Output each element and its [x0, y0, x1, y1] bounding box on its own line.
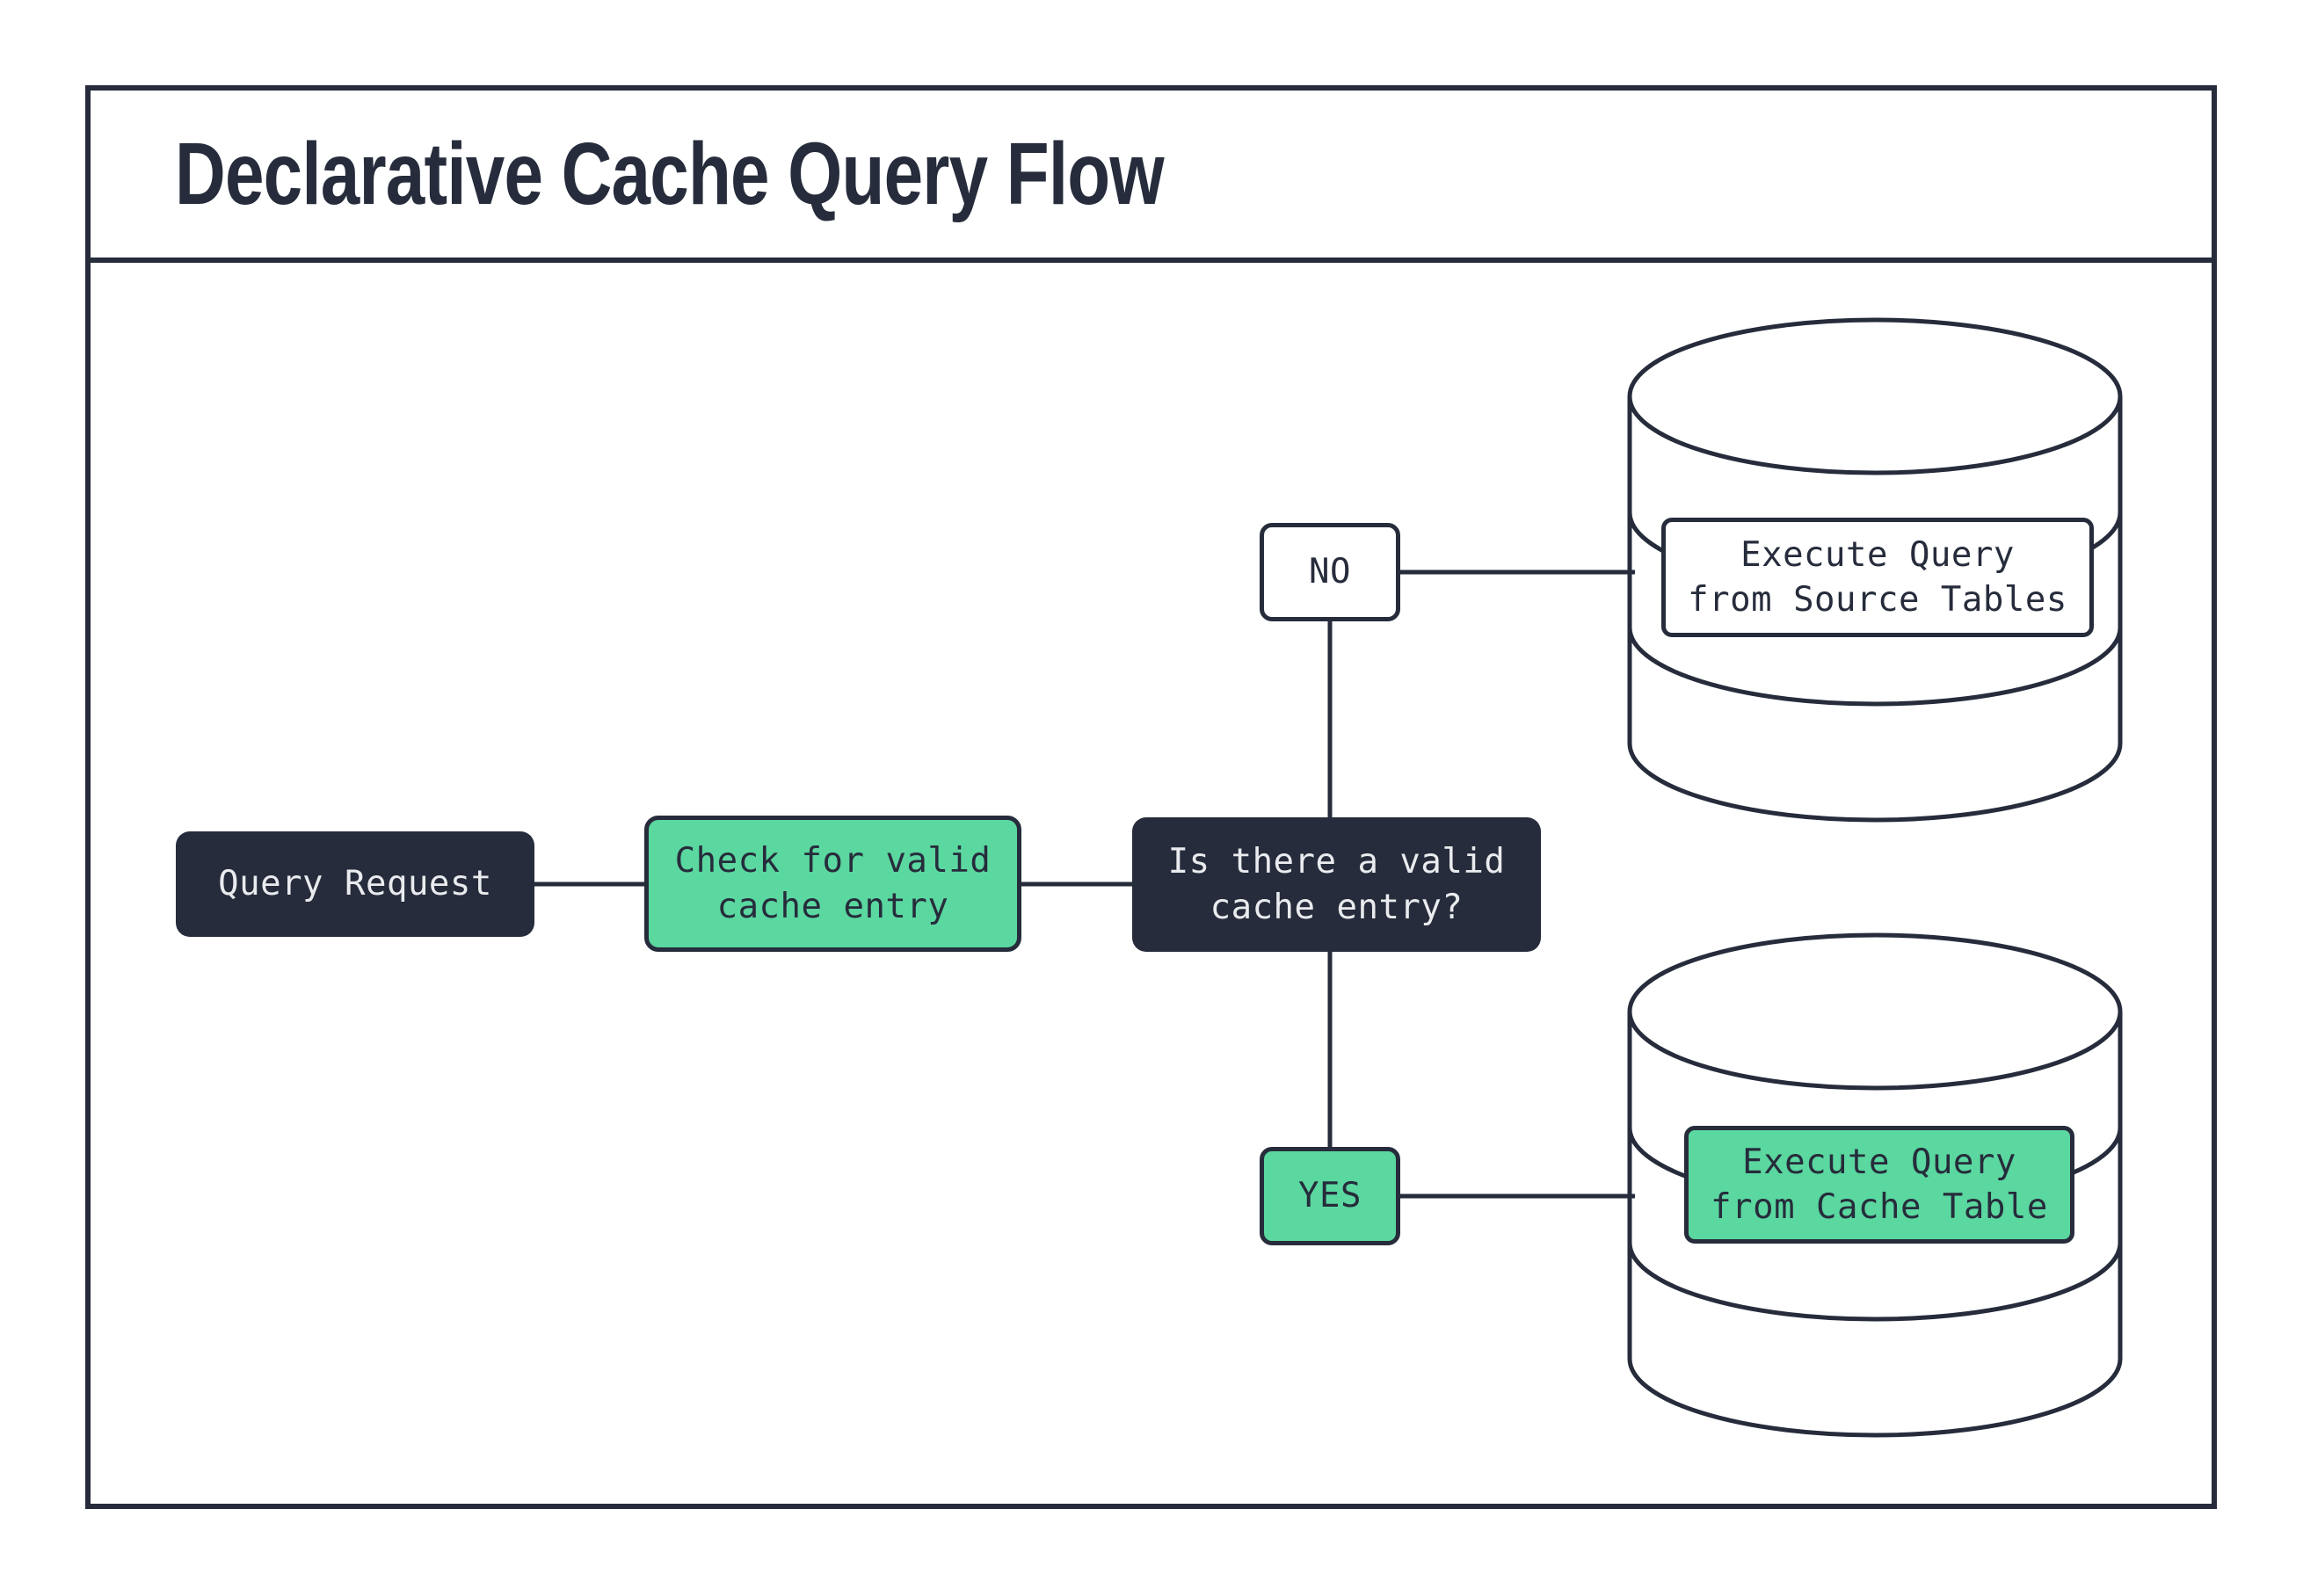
node-decision-valid-cache: Is there a valid cache entry?	[1132, 817, 1541, 952]
node-execute-source-label: Execute Query from Source Tables	[1688, 534, 2067, 620]
page-title: Declarative Cache Query Flow	[175, 124, 1165, 223]
diagram-frame: Declarative Cache Query Flow	[85, 85, 2217, 1509]
node-check-cache-label: Check for valid cache entry	[674, 841, 992, 926]
branch-no-label: NO	[1309, 552, 1351, 592]
source-database-icon	[1627, 317, 2123, 823]
node-execute-source-tables: Execute Query from Source Tables	[1661, 518, 2094, 637]
title-bar: Declarative Cache Query Flow	[91, 91, 2212, 263]
node-check-cache: Check for valid cache entry	[644, 816, 1021, 952]
branch-no-badge: NO	[1260, 523, 1400, 621]
node-query-request: Query Request	[176, 831, 534, 937]
node-query-request-label: Query Request	[218, 864, 492, 904]
cache-database-icon	[1627, 932, 2123, 1438]
node-decision-label: Is there a valid cache entry?	[1167, 842, 1506, 927]
branch-yes-label: YES	[1298, 1176, 1362, 1216]
node-execute-cache-label: Execute Query from Cache Table	[1711, 1142, 2048, 1227]
branch-yes-badge: YES	[1260, 1147, 1400, 1245]
node-execute-cache-table: Execute Query from Cache Table	[1684, 1126, 2074, 1244]
